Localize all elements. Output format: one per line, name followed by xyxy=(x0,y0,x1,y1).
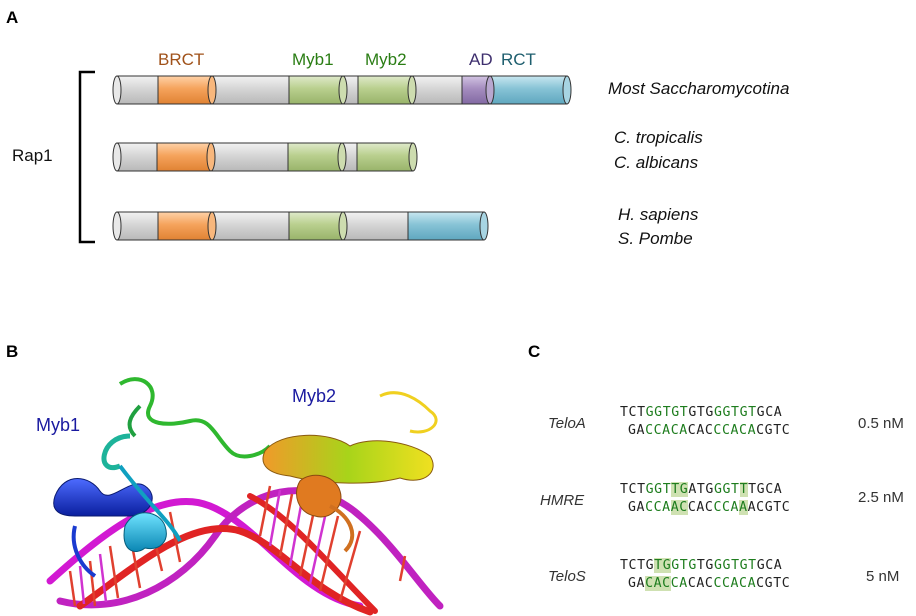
linker-loops xyxy=(118,377,438,459)
species-row3b: S. Pombe xyxy=(618,229,693,248)
seq-bottom-hmre: GACCAACCACCCAAACGTC xyxy=(628,500,791,515)
myb1-domain-helices xyxy=(53,433,182,578)
panel-c-letter: C xyxy=(528,342,541,361)
seq-bottom-teloa: GACCACACACCCACACGTC xyxy=(628,423,791,438)
domain-architecture-diagram xyxy=(78,70,572,244)
rap1-bracket xyxy=(78,70,95,244)
structure-myb2-label: Myb2 xyxy=(292,386,337,406)
myb2-domain-label: Myb2 xyxy=(365,50,407,69)
panel-a-letter: A xyxy=(6,8,19,27)
protein-bar-row1 xyxy=(112,75,572,105)
seq-name-teloa: TeloA xyxy=(548,415,586,432)
seq-bottom-telos: GACACCACACCCACACGTC xyxy=(628,576,791,591)
structure-myb1-label: Myb1 xyxy=(36,415,81,435)
kd-teloa: 0.5 nM xyxy=(858,415,904,432)
seq-top-hmre: TCTGGTTGATGGGTTTGCA xyxy=(620,482,783,497)
seq-top-teloa: TCTGGTGTGTGGGTGTGCA xyxy=(620,405,783,420)
rap1-dna-structure-image xyxy=(46,377,444,616)
seq-name-telos: TeloS xyxy=(548,568,586,585)
protein-bar-row3 xyxy=(112,211,489,241)
seq-top-telos: TCTGTGGTGTGGGTGTGCA xyxy=(620,558,783,573)
species-row2b: C. albicans xyxy=(614,153,699,172)
myb2-domain-helices xyxy=(262,434,434,553)
brct-domain-label: BRCT xyxy=(158,50,205,69)
species-row1: Most Saccharomycotina xyxy=(608,79,790,98)
rct-domain-label: RCT xyxy=(501,50,536,69)
kd-telos: 5 nM xyxy=(866,568,900,585)
rap1-label: Rap1 xyxy=(12,146,53,165)
ad-domain-label: AD xyxy=(469,50,493,69)
myb1-domain-label: Myb1 xyxy=(292,50,334,69)
dna-base-pairs xyxy=(68,485,407,607)
kd-hmre: 2.5 nM xyxy=(858,489,904,506)
panel-b-letter: B xyxy=(6,342,19,361)
dna-base-pairs-magenta xyxy=(78,489,328,605)
species-row3a: H. sapiens xyxy=(618,205,699,224)
protein-bar-row2 xyxy=(112,142,418,172)
seq-name-hmre: HMRE xyxy=(540,492,585,509)
species-row2a: C. tropicalis xyxy=(614,128,703,147)
